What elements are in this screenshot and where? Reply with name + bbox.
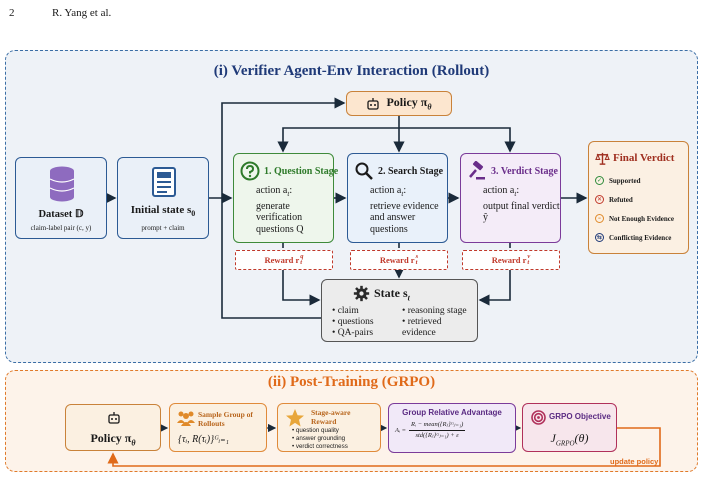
state-list-left: claim questions QA-pairs (332, 306, 374, 339)
stage-aware-reward-title: Stage-aware Reward (311, 408, 351, 426)
group-relative-advantage-node: Group Relative Advantage Aᵢ = Rᵢ − mean(… (388, 403, 516, 453)
check-icon: ✓ (595, 176, 604, 185)
target-icon (531, 410, 546, 425)
question-stage-body: action at:generate verification question… (256, 185, 304, 235)
question-stage-title: 1. Question Stage (264, 166, 339, 177)
advantage-denominator: std({Rⱼ}ᴳⱼ₌₁) + ε (415, 432, 459, 439)
state-item: questions (332, 317, 374, 328)
verdict-refuted: ✕Refuted (595, 195, 633, 204)
dataset-node: Dataset 𝔻 claim-label pair (c, y) (15, 157, 107, 239)
running-header-authors: R. Yang et al. (52, 7, 112, 19)
stage-aware-reward-node: Stage-aware Reward question quality answ… (277, 403, 381, 452)
stage-reward-item: question quality (292, 427, 348, 435)
grpo-policy-node: Policy πθ (65, 404, 161, 451)
verdict-stage-title: 3. Verdict Stage (491, 166, 558, 177)
dataset-subtitle: claim-label pair (c, y) (30, 224, 92, 232)
policy-node: Policy πθ (346, 91, 452, 116)
search-stage-body: action at:retrieve evidence and answer q… (370, 185, 439, 235)
final-verdict-title: Final Verdict (613, 152, 675, 164)
stage-reward-item: verdict correctness (292, 443, 348, 451)
state-list-right: reasoning stage retrieved evidence (402, 306, 477, 339)
database-icon (49, 166, 75, 202)
sample-rollouts-title: Sample Group of Rollouts (198, 410, 253, 428)
star-icon (286, 409, 304, 427)
search-stage: 2. Search Stage action at:retrieve evide… (347, 153, 448, 243)
swap-icon: ⇆ (595, 233, 604, 242)
advantage-title: Group Relative Advantage (402, 408, 502, 417)
advantage-lhs: Aᵢ = (395, 427, 407, 434)
final-verdict-node: Final Verdict ✓Supported ✕Refuted –Not E… (588, 141, 689, 254)
verdict-conflicting: ⇆Conflicting Evidence (595, 233, 672, 242)
sample-rollouts-formula: {τᵢ, R(τᵢ)}ᴳᵢ₌₁ (178, 434, 229, 445)
initial-state-node: Initial state s0 prompt + claim (117, 157, 209, 239)
rollout-panel-title: (i) Verifier Agent-Env Interaction (Roll… (213, 63, 490, 79)
question-icon (240, 161, 260, 181)
post-training-panel-title: (ii) Post-Training (GRPO) (267, 374, 436, 390)
state-node: State st claim questions QA-pairs reason… (321, 279, 478, 342)
gear-icon (353, 285, 370, 302)
verdict-stage-body: action at:output final verdict ŷ (483, 185, 560, 223)
verdict-stage: 3. Verdict Stage action at:output final … (460, 153, 561, 243)
grpo-objective-node: GRPO Objective JGRPO(θ) (522, 403, 617, 452)
stage-reward-list: question quality answer grounding verdic… (292, 427, 348, 450)
question-stage: 1. Question Stage action at:generate ver… (233, 153, 338, 243)
state-item: reasoning stage (402, 306, 477, 317)
dataset-title: Dataset 𝔻 (38, 209, 84, 220)
state-title: State st (374, 286, 410, 303)
stage-reward-item: answer grounding (292, 435, 348, 443)
gavel-icon (469, 161, 485, 180)
search-icon (355, 162, 373, 180)
document-icon (152, 167, 176, 197)
update-policy-label: update policy (610, 457, 659, 466)
state-item: claim (332, 306, 374, 317)
advantage-numerator: Rᵢ − mean({Rⱼ}ᴳⱼ₌₁) (409, 420, 466, 431)
initial-state-title: Initial state s0 (130, 204, 196, 219)
scales-icon (595, 152, 610, 165)
policy-label: Policy πθ (386, 95, 432, 112)
verdict-not-enough: –Not Enough Evidence (595, 214, 674, 223)
sample-rollouts-node: Sample Group of Rollouts {τᵢ, R(τᵢ)}ᴳᵢ₌₁ (169, 403, 267, 452)
grpo-policy-label: Policy πθ (90, 431, 136, 448)
search-stage-title: 2. Search Stage (378, 166, 444, 177)
robot-icon (108, 412, 120, 424)
initial-state-subtitle: prompt + claim (141, 224, 185, 232)
grpo-objective-formula: JGRPO(θ) (550, 431, 589, 448)
minus-icon: – (595, 214, 604, 223)
robot-icon (367, 97, 380, 110)
page-number: 2 (9, 7, 15, 19)
advantage-formula: Aᵢ = Rᵢ − mean({Rⱼ}ᴳⱼ₌₁) std({Rⱼ}ᴳⱼ₌₁) +… (395, 420, 513, 441)
state-item: retrieved evidence (402, 317, 477, 339)
state-item: QA-pairs (332, 328, 374, 339)
x-icon: ✕ (595, 195, 604, 204)
verdict-supported: ✓Supported (595, 176, 641, 185)
grpo-objective-title: GRPO Objective (549, 412, 611, 421)
group-icon (177, 411, 195, 426)
